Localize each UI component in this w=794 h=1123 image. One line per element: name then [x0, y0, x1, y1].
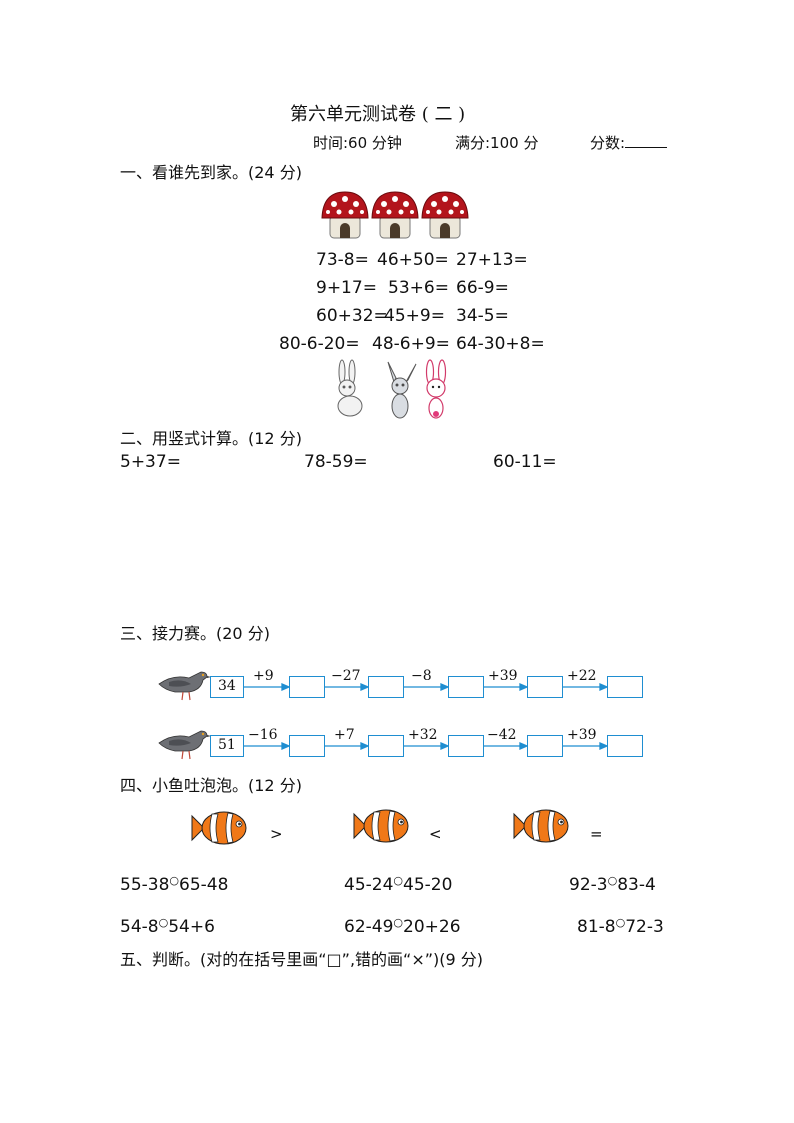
equation-r1c1: 73-8=: [316, 250, 369, 270]
compare-left: 45-24: [344, 875, 394, 895]
score-label: 分数:: [590, 134, 626, 152]
relay2-start-box: 51: [210, 735, 244, 757]
compare-r2c1: 54-8○54+6: [120, 916, 215, 937]
compare-r2c2: 62-49○20+26: [344, 916, 461, 937]
compare-r2c3: 81-8○72-3: [577, 916, 664, 937]
bubble-blank[interactable]: ○: [393, 874, 404, 887]
bubble-blank[interactable]: ○: [169, 874, 180, 887]
relay2-op-2: +7: [334, 727, 355, 743]
equation-r4c2: 48-6+9=: [372, 334, 450, 354]
vertical-calc-3: 60-11=: [493, 452, 557, 472]
clownfish-icon: [353, 809, 409, 843]
equation-r4c1: 80-6-20=: [279, 334, 360, 354]
section1-heading: 一、看谁先到家。(24 分): [120, 163, 302, 182]
relay2-answer-box-2[interactable]: [368, 735, 404, 757]
compare-right: 54+6: [168, 917, 215, 937]
compare-symbol-less: <: [429, 825, 442, 843]
clownfish-icon: [191, 811, 247, 845]
relay2-op-1: −16: [248, 727, 278, 743]
mushroom-house-icon: [421, 191, 469, 239]
mushroom-house-icon: [321, 191, 369, 239]
relay1-op-3: −8: [411, 668, 432, 684]
relay1-op-4: +39: [488, 668, 518, 684]
vertical-calc-2: 78-59=: [304, 452, 368, 472]
compare-right: 83-4: [617, 875, 656, 895]
equation-r2c1: 9+17=: [316, 278, 377, 298]
clownfish-icon: [513, 809, 569, 843]
full-score-label: 满分:100 分: [455, 134, 539, 152]
mushroom-houses-illustration: [321, 191, 469, 239]
relay2-op-3: +32: [408, 727, 438, 743]
relay1-answer-box-2[interactable]: [368, 676, 404, 698]
bubble-blank[interactable]: ○: [158, 916, 169, 929]
relay2-answer-box-1[interactable]: [289, 735, 325, 757]
equation-r3c2: 45+9=: [384, 306, 445, 326]
compare-r1c3: 92-3○83-4: [569, 874, 656, 895]
relay1-answer-box-3[interactable]: [448, 676, 484, 698]
compare-right: 72-3: [625, 917, 664, 937]
compare-r1c1: 55-38○65-48: [120, 874, 228, 895]
pigeon-icon: [158, 671, 211, 701]
compare-symbol-equal: =: [590, 825, 603, 843]
score-blank[interactable]: [625, 133, 668, 148]
compare-left: 92-3: [569, 875, 608, 895]
equation-r1c2: 46+50=: [377, 250, 449, 270]
page-title: 第六单元测试卷 ( 二 ): [290, 104, 466, 125]
relay1-start-box: 34: [210, 676, 244, 698]
relay2-answer-box-4[interactable]: [527, 735, 563, 757]
compare-left: 81-8: [577, 917, 616, 937]
compare-left: 54-8: [120, 917, 159, 937]
compare-left: 55-38: [120, 875, 170, 895]
relay1-answer-box-1[interactable]: [289, 676, 325, 698]
compare-left: 62-49: [344, 917, 394, 937]
relay1-op-1: +9: [253, 668, 274, 684]
equation-r2c3: 66-9=: [456, 278, 509, 298]
relay1-arrows: [244, 683, 609, 750]
vertical-calc-1: 5+37=: [120, 452, 181, 472]
equation-r3c1: 60+32=: [316, 306, 388, 326]
rabbit-icon: [387, 361, 417, 419]
relay2-answer-box-3[interactable]: [448, 735, 484, 757]
compare-right: 65-48: [179, 875, 229, 895]
relay1-answer-box-5[interactable]: [607, 676, 643, 698]
compare-symbol-greater: >: [270, 825, 283, 843]
compare-r1c2: 45-24○45-20: [344, 874, 452, 895]
equation-r2c2: 53+6=: [388, 278, 449, 298]
relay2-op-5: +39: [567, 727, 597, 743]
bubble-blank[interactable]: ○: [615, 916, 626, 929]
compare-right: 20+26: [403, 917, 461, 937]
section3-heading: 三、接力赛。(20 分): [120, 624, 270, 643]
bubble-blank[interactable]: ○: [393, 916, 404, 929]
relay1-answer-box-4[interactable]: [527, 676, 563, 698]
section2-heading: 二、用竖式计算。(12 分): [120, 429, 302, 448]
compare-right: 45-20: [403, 875, 453, 895]
equation-r3c3: 34-5=: [456, 306, 509, 326]
relay2-op-4: −42: [487, 727, 517, 743]
section5-heading: 五、判断。(对的在括号里画“□”,错的画“×”)(9 分): [120, 950, 484, 969]
time-label: 时间:60 分钟: [313, 134, 402, 152]
equation-r1c3: 27+13=: [456, 250, 528, 270]
pigeon-icon: [158, 730, 211, 760]
bubble-blank[interactable]: ○: [607, 874, 618, 887]
relay2-answer-box-5[interactable]: [607, 735, 643, 757]
section4-heading: 四、小鱼吐泡泡。(12 分): [120, 776, 302, 795]
rabbit-icon: [337, 359, 363, 417]
rabbit-icon: [425, 359, 447, 419]
equation-r4c3: 64-30+8=: [456, 334, 545, 354]
mushroom-house-icon: [371, 191, 419, 239]
relay1-op-2: −27: [331, 668, 361, 684]
score-field: 分数:: [590, 132, 668, 153]
relay1-op-5: +22: [567, 668, 597, 684]
rabbits-illustration: [337, 359, 447, 419]
